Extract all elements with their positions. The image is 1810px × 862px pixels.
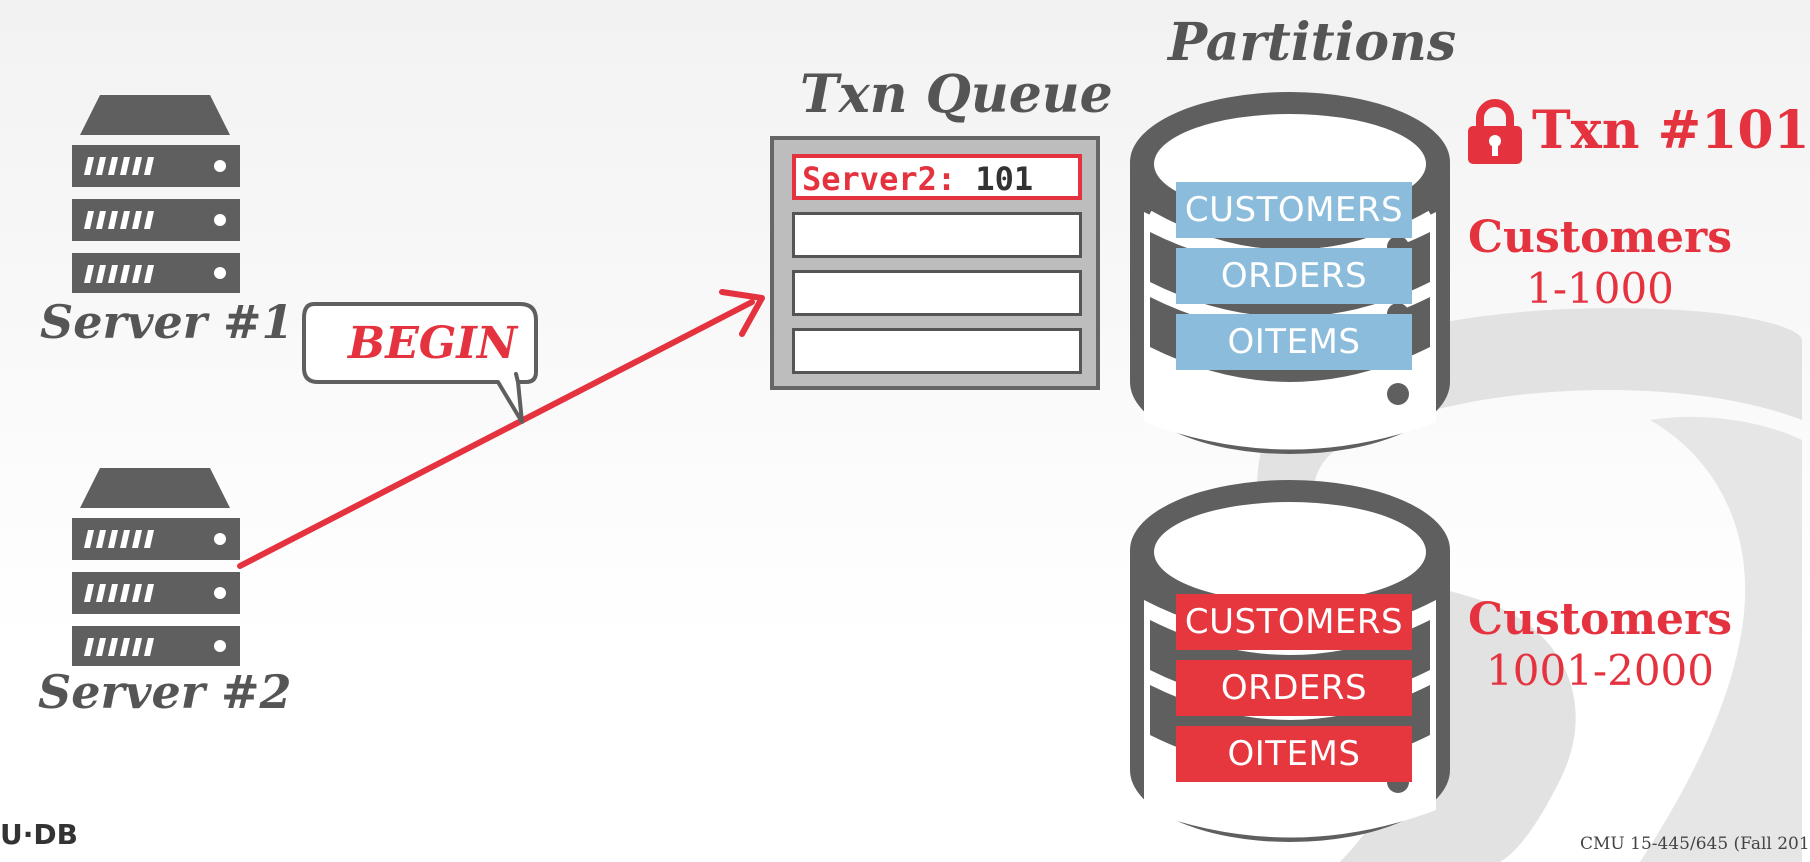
footer-logo: U·DB <box>0 818 78 851</box>
begin-label: BEGIN <box>348 318 518 369</box>
server-1-icon <box>72 95 240 293</box>
table-customers: CUSTOMERS <box>1176 182 1412 238</box>
lock-txn-label: Txn #101 <box>1532 100 1810 161</box>
table-oitems: OITEMS <box>1176 726 1412 782</box>
partition-1-range: 1-1000 <box>1526 264 1674 313</box>
footer-course: CMU 15-445/645 (Fall 201 <box>1580 834 1810 854</box>
table-customers: CUSTOMERS <box>1176 594 1412 650</box>
partition-2-range: 1001-2000 <box>1486 646 1714 695</box>
queue-slot: Server2: 101 <box>792 154 1082 200</box>
table-orders: ORDERS <box>1176 248 1412 304</box>
txn-queue: Server2: 101 <box>770 136 1100 390</box>
partition-1-title: Customers <box>1468 212 1732 263</box>
speech-bubble <box>302 302 538 424</box>
queue-slot <box>792 328 1082 374</box>
partition-2-title: Customers <box>1468 594 1732 645</box>
server-1-label: Server #1 <box>40 295 294 349</box>
queue-slot <box>792 270 1082 316</box>
server-2-label: Server #2 <box>38 665 292 719</box>
table-oitems: OITEMS <box>1176 314 1412 370</box>
queue-title: Txn Queue <box>800 64 1113 125</box>
server-2-icon <box>72 468 240 666</box>
queue-slot <box>792 212 1082 258</box>
lock-icon <box>1468 99 1522 164</box>
partitions-title: Partitions <box>1168 12 1457 73</box>
queue-slot-txn: 101 <box>975 160 1034 198</box>
queue-slot-server: Server2: <box>802 160 957 198</box>
table-orders: ORDERS <box>1176 660 1412 716</box>
